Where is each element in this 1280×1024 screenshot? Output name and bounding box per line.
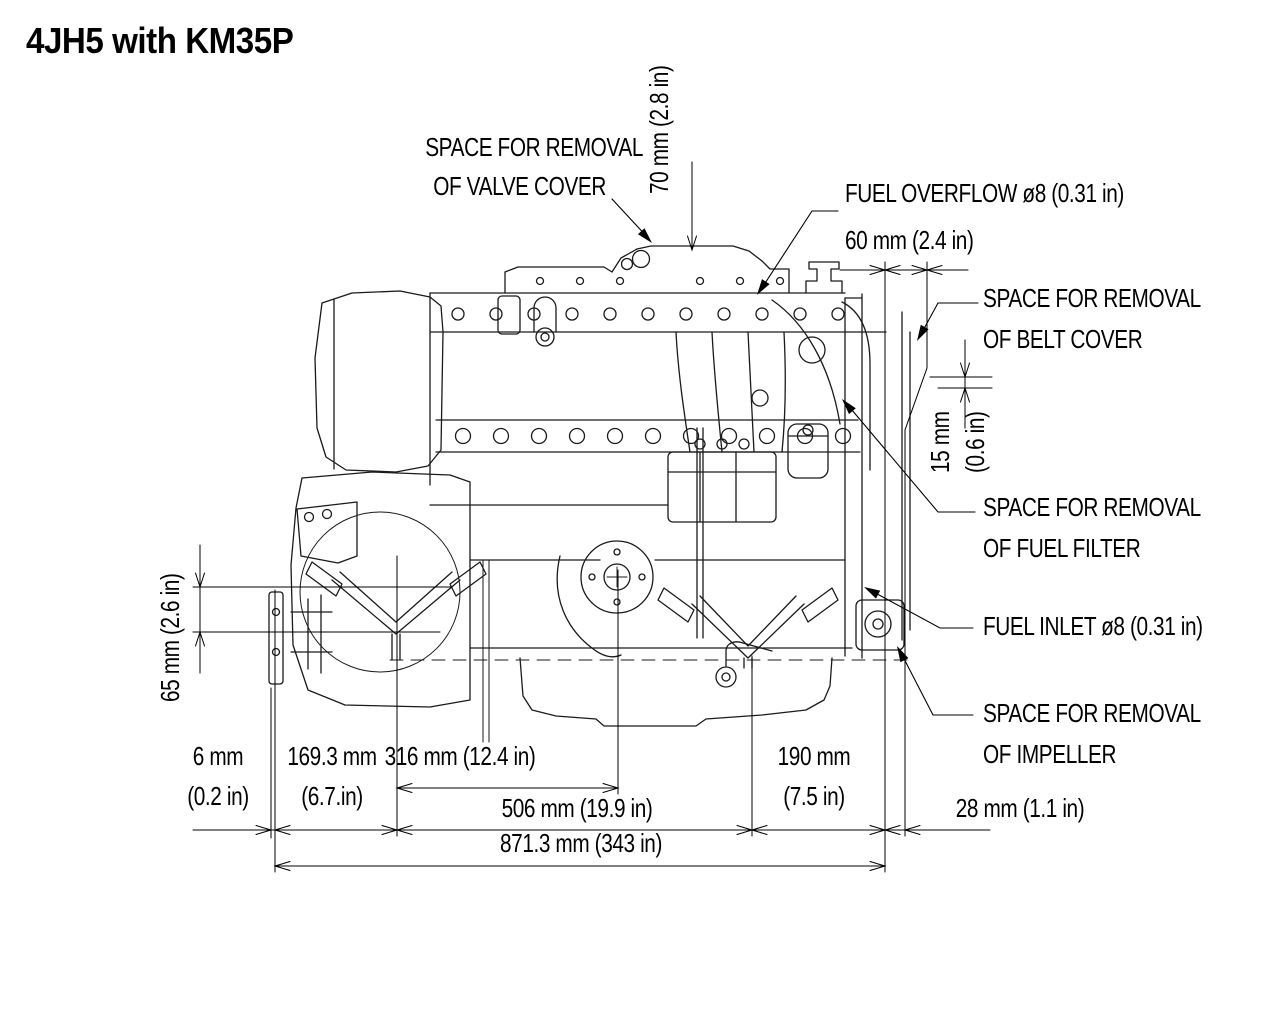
belt-clearance-in: (0.6 in) bbox=[960, 411, 990, 473]
engine-mounts bbox=[305, 561, 839, 669]
belt-clearance-mm: 15 mm bbox=[925, 411, 955, 473]
oil-pan bbox=[389, 641, 909, 727]
impeller-housing bbox=[855, 599, 905, 651]
heat-exchanger bbox=[314, 290, 444, 473]
injection-pump bbox=[556, 331, 786, 658]
misc-fittings bbox=[497, 295, 557, 347]
valve-cover-label-line2: OF VALVE COVER bbox=[433, 171, 606, 201]
dim-169mm: 169.3 mm bbox=[287, 741, 377, 771]
leader-lines bbox=[611, 198, 979, 716]
belt-cover bbox=[771, 293, 911, 659]
dim-169mm-in: (6.7.in) bbox=[301, 781, 363, 811]
dim-316mm: 316 mm (12.4 in) bbox=[384, 741, 536, 771]
aft-clearance-dimension: 28 mm (1.1 in) bbox=[955, 793, 1085, 823]
rear-bracket bbox=[296, 501, 358, 564]
fuel-filter-label-line2: OF FUEL FILTER bbox=[983, 533, 1141, 563]
engine-drawing bbox=[268, 245, 911, 743]
dim-871mm: 871.3 mm (343 in) bbox=[500, 828, 662, 858]
cylinder-head bbox=[429, 292, 887, 561]
gearbox-housing bbox=[268, 471, 490, 743]
page-title: 4JH5 with KM35P bbox=[26, 20, 294, 61]
valve-cover bbox=[429, 245, 846, 294]
dim-6mm-in: (0.2 in) bbox=[187, 781, 249, 811]
dim-190mm: 190 mm bbox=[777, 741, 851, 771]
dimension-lines bbox=[192, 161, 993, 873]
crank-pulley bbox=[580, 540, 654, 614]
fuel-overflow-fitting bbox=[805, 261, 843, 294]
rear-clearance-dimension: 60 mm (2.4 in) bbox=[845, 225, 974, 255]
impeller-label-line2: OF IMPELLER bbox=[983, 739, 1117, 769]
belt-cover-label-line2: OF BELT COVER bbox=[983, 324, 1143, 354]
fuel-inlet-label: FUEL INLET ø8 (0.31 in) bbox=[983, 611, 1203, 641]
fuel-filter-label-line1: SPACE FOR REMOVAL bbox=[983, 492, 1201, 522]
dim-6mm: 6 mm bbox=[192, 741, 244, 771]
belt-cover-label-line1: SPACE FOR REMOVAL bbox=[983, 283, 1201, 313]
fuel-filter bbox=[787, 423, 829, 479]
dim-190mm-in: (7.5 in) bbox=[783, 781, 845, 811]
impeller-label-line1: SPACE FOR REMOVAL bbox=[983, 698, 1201, 728]
fuel-overflow-label: FUEL OVERFLOW ø8 (0.31 in) bbox=[845, 178, 1124, 208]
height-clearance-dimension: 65 mm (2.6 in) bbox=[155, 573, 185, 702]
top-clearance-dimension: 70 mm (2.8 in) bbox=[644, 65, 674, 194]
valve-cover-label-line1: SPACE FOR REMOVAL bbox=[425, 132, 644, 162]
leader-arrowheads bbox=[637, 228, 929, 663]
dim-506mm: 506 mm (19.9 in) bbox=[501, 793, 653, 823]
